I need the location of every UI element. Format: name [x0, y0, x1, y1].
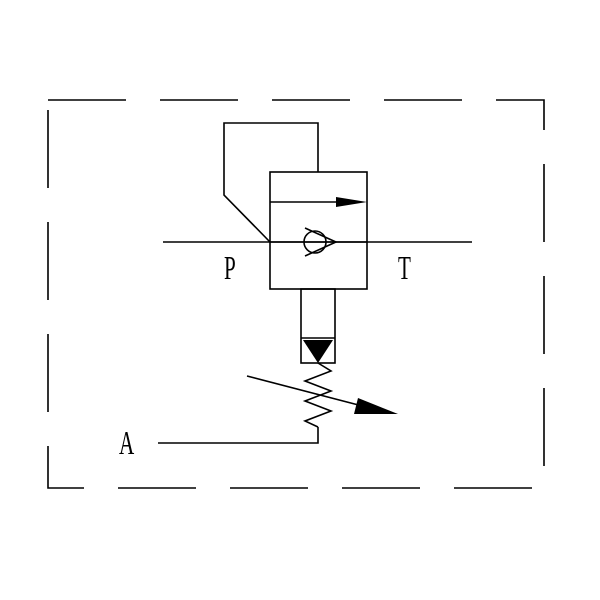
adjust-arrow-head — [354, 398, 398, 414]
valve-body — [269, 171, 368, 290]
flow-arrow-head — [336, 197, 367, 207]
spring — [302, 362, 334, 428]
pilot-triangle — [303, 340, 333, 363]
valve-envelope — [47, 99, 545, 489]
check-seat — [304, 227, 338, 257]
adjust-arrow-shaft — [246, 375, 371, 409]
pilot-line — [223, 122, 319, 243]
port-t-label: T — [398, 250, 411, 287]
port-a-label: A — [119, 425, 135, 462]
port-p-label: P — [224, 250, 236, 287]
a-port-line — [158, 427, 319, 444]
check-ball — [303, 230, 327, 254]
